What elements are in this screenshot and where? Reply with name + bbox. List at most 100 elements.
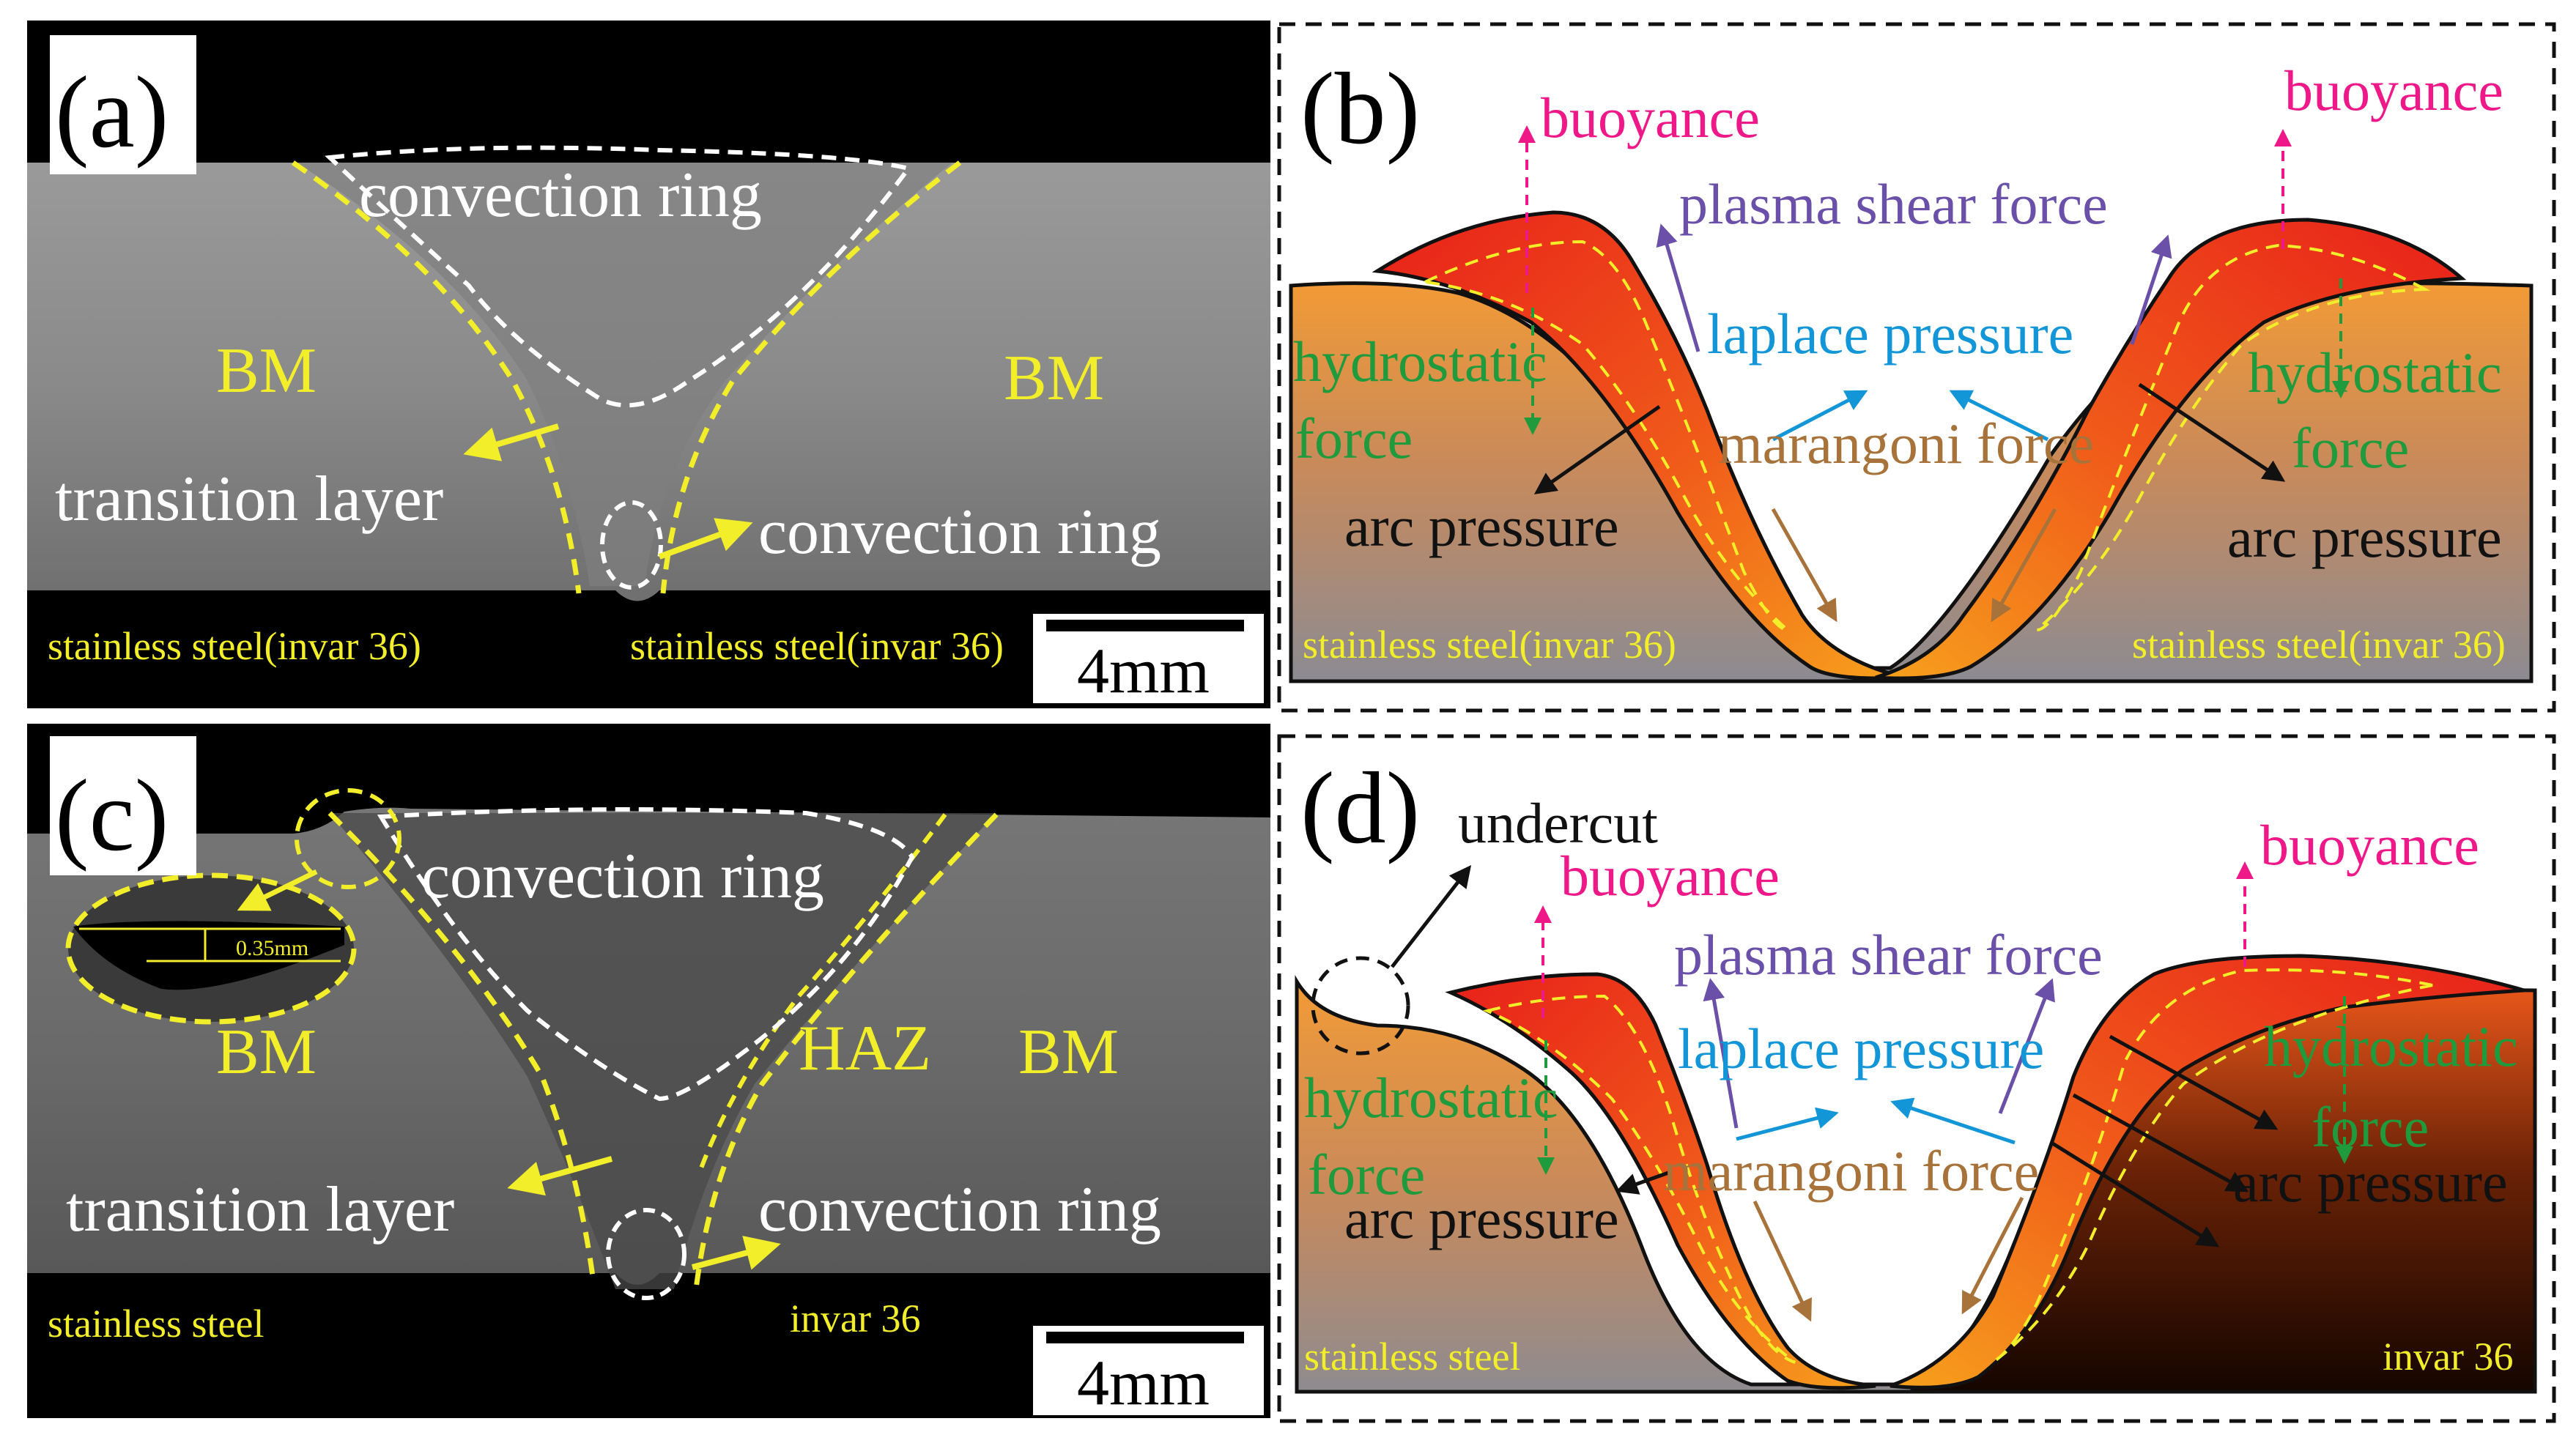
panel-d-plasma-arrow-left: [1703, 978, 1739, 1129]
panel-b-label: (b): [1300, 52, 1420, 166]
panel-c-convection-ring-top-label: convection ring: [421, 841, 824, 912]
panel-b-hydrostatic-left-1: hydrostatic: [1293, 330, 1547, 393]
panel-b-hydrostatic-left-2: force: [1295, 407, 1413, 470]
panel-a-label-box: [50, 35, 196, 174]
panel-b-melt-left: [1372, 210, 1906, 680]
panel-b-arc-pressure-right: arc pressure: [2227, 505, 2502, 569]
panel-d-material-left: stainless steel: [1304, 1335, 1520, 1379]
panel-b-flow-loop-right: [2032, 243, 2431, 632]
panel-b-marangoni-arrow-left: [1771, 508, 1837, 623]
panel-d-hydrostatic-left-2: force: [1308, 1143, 1425, 1206]
panel-d-undercut-label: undercut: [1458, 791, 1658, 855]
panel-d-undercut-circle: [1311, 956, 1410, 1056]
panel-c-label-box: [50, 736, 196, 875]
panel-d-arc-pressure-left: arc pressure: [1344, 1187, 1619, 1250]
panel-c-material-right: invar 36: [790, 1297, 920, 1340]
panel-c-material-left: stainless steel: [48, 1302, 264, 1346]
panel-d-laplace-arrow-right: [1890, 1097, 2016, 1145]
panel-c-convection-ring-bottom-outline: [606, 1208, 686, 1300]
panel-b-hydrostatic-right-1: hydrostatic: [2248, 341, 2502, 404]
panel-d: (d) undercut buoyance buoyance plasma sh…: [1277, 734, 2556, 1423]
panel-c-bm-right: BM: [1018, 1017, 1119, 1088]
panel-d-hydrostatic-left-1: hydrostatic: [1304, 1066, 1558, 1130]
panel-d-label: (d): [1300, 752, 1420, 865]
panel-b-material-right: stainless steel(invar 36): [2132, 623, 2506, 667]
panel-c-inset-arrow: [237, 869, 318, 911]
panel-b-marangoni-force: marangoni force: [1718, 412, 2094, 475]
panel-d-undercut-arrow: [1391, 865, 1472, 968]
panel-d-marangoni-force: marangoni force: [1663, 1139, 2039, 1203]
panel-d-base-stainless: [1295, 974, 1914, 1394]
panel-b: (b) buoyance buoyance plasma shear force…: [1277, 22, 2556, 713]
panel-a-scale-bar-label: 4mm: [1077, 636, 1210, 707]
panel-c-fusion-zone: [330, 813, 996, 1289]
panel-c-fusion-boundary-left: [327, 811, 596, 1283]
panel-d-material-right: invar 36: [2383, 1335, 2513, 1379]
panel-c-label: (c): [55, 759, 169, 872]
panel-b-buoyance-right: buoyance: [2284, 59, 2503, 122]
undercut-depth-label: 0.35mm: [236, 936, 308, 960]
panel-d-flow-loop-left: [1482, 994, 1796, 1364]
panel-a-bm-left: BM: [216, 335, 317, 407]
panel-b-laplace-arrow-left: [1772, 390, 1868, 442]
panel-c-haz: HAZ: [799, 1013, 931, 1084]
undercut-inset-dark-region: [73, 921, 344, 990]
panel-d-arc-pressure-right: arc pressure: [2233, 1150, 2508, 1214]
panel-d-marangoni-arrow-left: [1753, 1200, 1812, 1322]
panel-a-convection-ring-top-outline: [325, 145, 913, 408]
panel-d-arc-arrow-left: [1615, 1170, 1671, 1195]
panel-d-laplace-pressure: laplace pressure: [1678, 1017, 2044, 1080]
panel-b-material-left: stainless steel(invar 36): [1303, 623, 1676, 667]
panel-c-transition-arrow: [507, 1156, 613, 1196]
panel-a-convection-ring-bottom-label: convection ring: [758, 497, 1161, 568]
panel-b-arc-arrow-right: [2138, 382, 2286, 482]
panel-d-hydrostatic-right-1: hydrostatic: [2264, 1015, 2518, 1078]
panel-a-fusion-boundary-left: [292, 160, 582, 594]
panel-b-laplace-pressure: laplace pressure: [1707, 302, 2073, 366]
panel-d-plasma-shear-force: plasma shear force: [1674, 923, 2103, 987]
panel-a-scale-bar: [1046, 620, 1244, 631]
panel-a-transition-layer-label: transition layer: [55, 464, 443, 535]
panel-a-material-right: stainless steel(invar 36): [630, 624, 1004, 668]
panel-c-undercut-inset: 0.35mm: [65, 872, 357, 1025]
panel-d-arc-arrow-right-1: [2109, 1034, 2279, 1130]
panel-b-laplace-arrow-right: [1949, 390, 2049, 442]
panel-a-label: (a): [55, 56, 169, 169]
panel-c-convection-ring-top-outline: [377, 807, 915, 1102]
panel-c-convection-arrow: [691, 1236, 781, 1270]
panel-d-arc-arrow-right-2: [2072, 1093, 2249, 1192]
panel-d-melt-left: [1445, 972, 1876, 1390]
panel-b-plasma-shear-force: plasma shear force: [1679, 172, 2108, 236]
panel-a-bm-right: BM: [1004, 343, 1104, 414]
panel-d-flow-loop-right: [1991, 968, 2433, 1364]
panel-b-plasma-arrow-right: [2130, 234, 2172, 345]
panel-c-scale-bar-label: 4mm: [1077, 1348, 1210, 1419]
panel-d-plasma-arrow-right: [1998, 978, 2055, 1114]
panel-a-convection-ring-bottom-outline: [600, 500, 663, 590]
panel-d-laplace-arrow-left: [1736, 1107, 1839, 1141]
panel-a-material-left: stainless steel(invar 36): [48, 624, 421, 668]
panel-b-arc-pressure-left: arc pressure: [1344, 494, 1619, 558]
panel-a-transition-arrow: [463, 423, 560, 461]
panel-c-scale-bar: [1046, 1332, 1244, 1343]
panel-a-convection-ring-top-label: convection ring: [359, 160, 762, 231]
panel-c: 0.35mm (c) convection ring BM HAZ BM tra…: [27, 724, 1270, 1419]
panel-d-buoyance-right: buoyance: [2260, 813, 2479, 877]
panel-d-buoyance-left: buoyance: [1561, 844, 1780, 908]
panel-b-arc-arrow-left: [1533, 404, 1661, 494]
panel-c-bm-left: BM: [216, 1017, 317, 1088]
panel-c-haz-boundary: [697, 813, 947, 1173]
panel-d-arc-arrow-right-3: [2050, 1140, 2220, 1247]
panel-c-transition-layer-label: transition layer: [66, 1174, 454, 1245]
panel-b-plasma-arrow-left: [1656, 223, 1700, 352]
panel-d-marangoni-arrow-right: [1961, 1196, 2024, 1315]
panel-a-fusion-boundary-right: [660, 160, 962, 594]
panel-c-fusion-boundary-right: [693, 812, 999, 1290]
panel-b-buoyance-left: buoyance: [1541, 86, 1760, 149]
panel-a-convection-arrow: [658, 518, 753, 560]
panel-c-undercut-marker: [295, 788, 401, 889]
panel-c-convection-ring-bottom-label: convection ring: [758, 1174, 1161, 1245]
panel-b-flow-loop-left: [1420, 240, 1792, 632]
panel-a-fusion-zone: [297, 163, 952, 586]
